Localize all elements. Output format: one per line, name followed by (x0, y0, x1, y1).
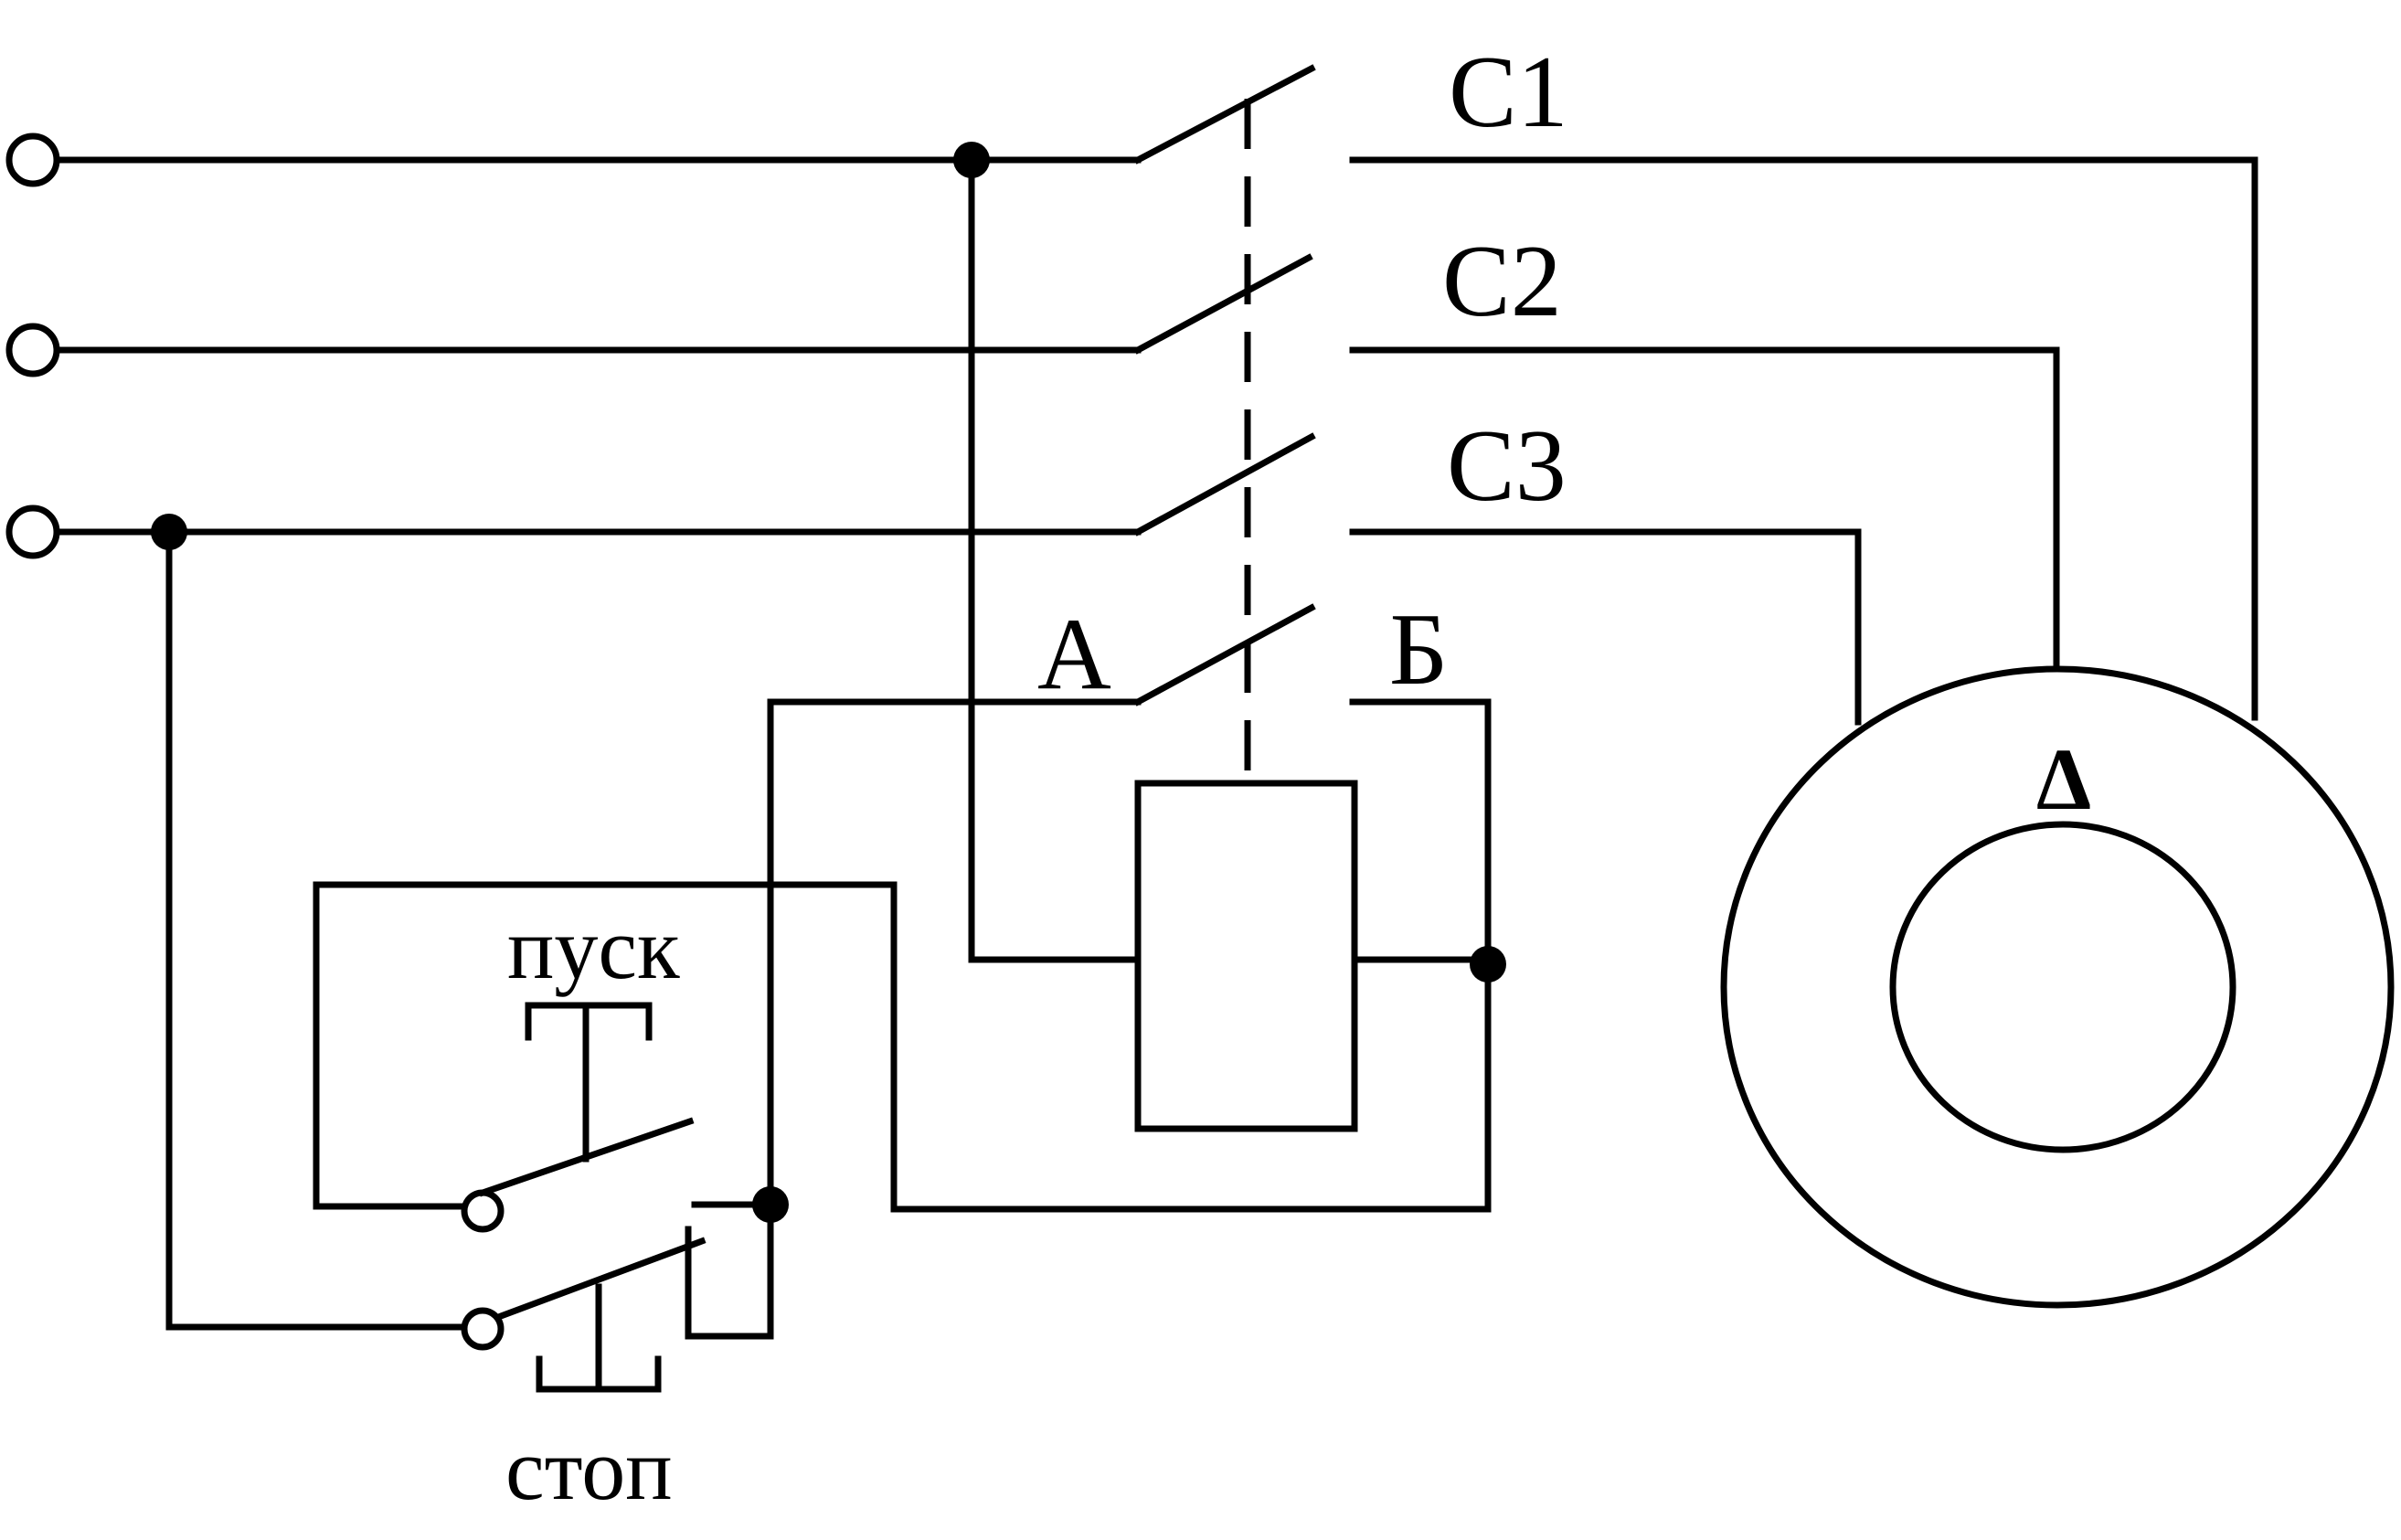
junctions (151, 142, 1506, 1223)
contact-b-wire (313, 698, 1492, 1213)
contact-a-wire (685, 698, 1142, 1340)
label-contact-a: А (1037, 598, 1111, 711)
start-button (461, 1002, 695, 1233)
start-button-cap (525, 1002, 653, 1041)
motor-feed-lines (1349, 156, 2258, 726)
c1-feed (1349, 156, 2258, 721)
label-c1: C1 (1449, 36, 1568, 149)
terminal-1 (5, 133, 60, 187)
stop-button-cap (536, 1355, 662, 1393)
terminal-3 (5, 504, 60, 559)
contact-blade-c3 (1133, 432, 1316, 536)
motor (1720, 665, 2395, 1309)
label-c3: C3 (1447, 409, 1567, 523)
c2-feed (1349, 346, 2060, 673)
start-button-terminal (461, 1189, 505, 1233)
terminal-2 (5, 323, 60, 377)
phase-3-to-stop (165, 528, 468, 1331)
stop-button-terminal (461, 1307, 505, 1351)
contactor-contacts (1133, 64, 1316, 783)
contact-blade-c1 (1133, 64, 1316, 165)
contact-blade-ab (1133, 603, 1316, 706)
motor-stator (1720, 665, 2395, 1309)
input-terminals (5, 133, 60, 559)
contactor-coil (1134, 780, 1358, 1132)
label-start: пуск (507, 899, 680, 997)
coil-circuit (165, 156, 1492, 1340)
phase-lines (53, 156, 1142, 536)
label-c2: C2 (1442, 225, 1562, 338)
stop-button (461, 1226, 706, 1393)
label-motor: Δ (2036, 730, 2091, 828)
stop-button-blade (496, 1237, 706, 1321)
contact-blade-c2 (1133, 253, 1313, 355)
c3-feed (1349, 528, 1862, 726)
label-contact-b: Б (1389, 593, 1448, 706)
label-stop: стоп (505, 1420, 673, 1518)
motor-rotor (1889, 821, 2236, 1153)
labels: C1 C2 C3 А Б пуск стоп Δ (505, 36, 2091, 1518)
